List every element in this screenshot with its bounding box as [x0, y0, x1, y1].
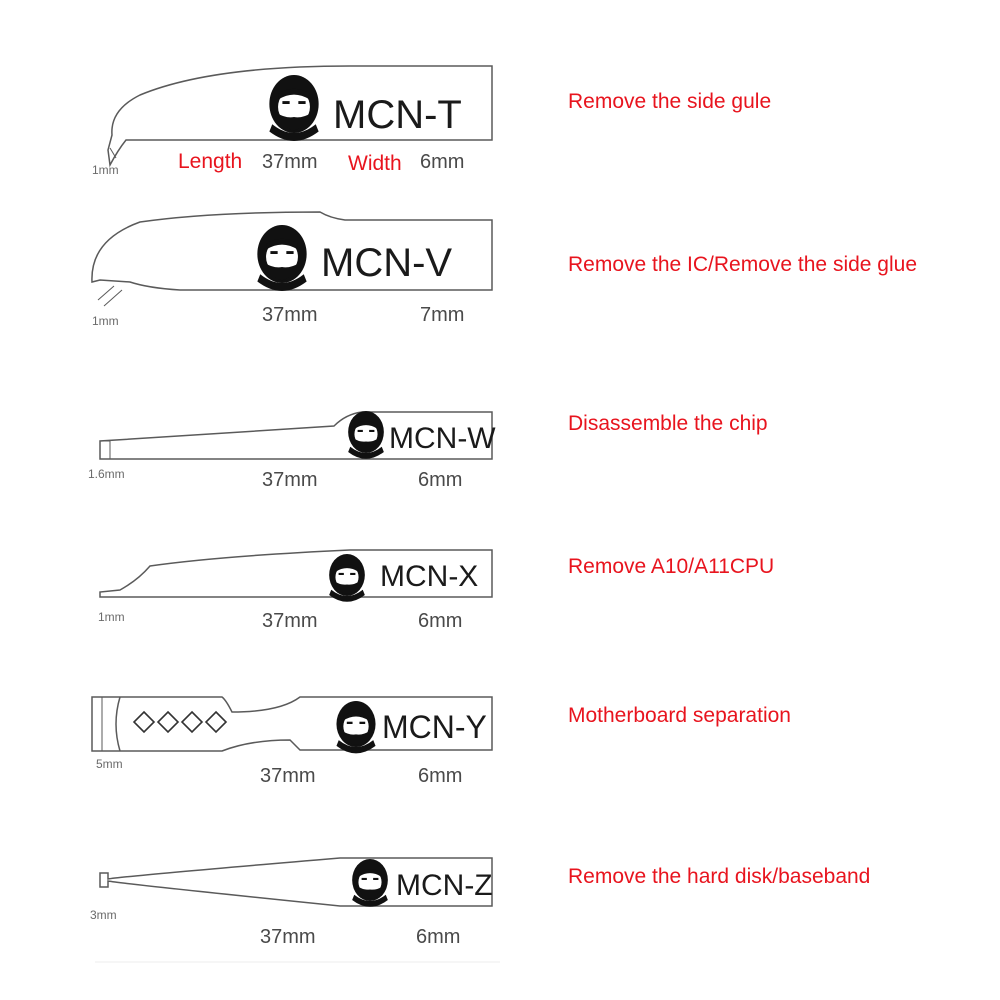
use-description: Remove the IC/Remove the side glue [568, 253, 917, 277]
tip-size-label: 5mm [96, 757, 123, 771]
blade-mcn-v: MCN-V [92, 212, 492, 306]
model-label: MCN-V [321, 241, 452, 285]
length-value: 37mm [262, 469, 318, 492]
model-label: MCN-X [380, 560, 478, 593]
model-label: MCN-T [333, 93, 462, 137]
logo-icon [348, 411, 384, 459]
width-value: 6mm [420, 151, 464, 174]
model-label: MCN-Z [396, 869, 493, 902]
width-caption: Width [348, 152, 402, 176]
logo-icon [257, 225, 306, 291]
tip-size-label: 1mm [92, 314, 119, 328]
logo-icon [329, 554, 365, 602]
use-description: Motherboard separation [568, 704, 791, 728]
length-caption: Length [178, 150, 242, 174]
blade-mcn-z: MCN-Z [100, 858, 493, 907]
length-value: 37mm [262, 610, 318, 633]
blade-mcn-y: MCN-Y [92, 697, 492, 753]
length-value: 37mm [262, 151, 318, 174]
width-value: 6mm [418, 610, 462, 633]
model-label: MCN-Y [382, 709, 487, 745]
logo-icon [352, 859, 388, 907]
blade-mcn-w: MCN-W [100, 411, 496, 459]
use-description: Remove the hard disk/baseband [568, 865, 870, 889]
width-value: 7mm [420, 304, 464, 327]
use-description: Disassemble the chip [568, 412, 768, 436]
logo-icon [336, 701, 375, 753]
width-value: 6mm [418, 469, 462, 492]
blade-mcn-x: MCN-X [100, 550, 492, 602]
use-description: Remove A10/A11CPU [568, 555, 774, 579]
logo-icon [269, 75, 318, 141]
width-value: 6mm [416, 926, 460, 949]
length-value: 37mm [260, 765, 316, 788]
model-label: MCN-W [389, 422, 496, 455]
tip-size-label: 1mm [98, 610, 125, 624]
width-value: 6mm [418, 765, 462, 788]
length-value: 37mm [260, 926, 316, 949]
tip-size-label: 1.6mm [88, 467, 125, 481]
use-description: Remove the side gule [568, 90, 771, 114]
tip-size-label: 1mm [92, 163, 119, 177]
length-value: 37mm [262, 304, 318, 327]
tip-size-label: 3mm [90, 908, 117, 922]
